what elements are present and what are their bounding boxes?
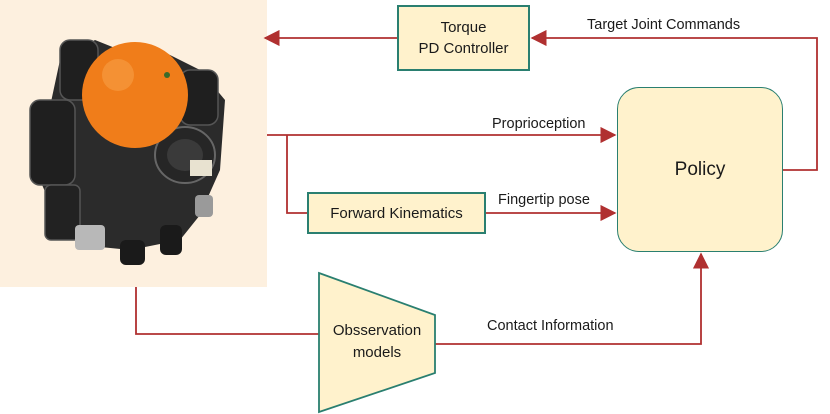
observation-models-label: Obsservation models bbox=[318, 320, 436, 364]
torque-pd-controller-box: Torque PD Controller bbox=[397, 5, 530, 71]
fingertip-pose-label: Fingertip pose bbox=[498, 192, 590, 208]
observation-label-line2: models bbox=[352, 344, 402, 361]
contact-information-label: Contact Information bbox=[487, 318, 614, 334]
policy-box: Policy bbox=[617, 87, 783, 252]
forward-kinematics-box: Forward Kinematics bbox=[307, 192, 486, 234]
robot-hand-photo bbox=[0, 0, 267, 287]
torque-label: Torque bbox=[440, 19, 487, 36]
forward-kinematics-label: Forward Kinematics bbox=[330, 204, 463, 222]
pd-controller-label: PD Controller bbox=[418, 40, 509, 57]
target-joint-commands-label: Target Joint Commands bbox=[587, 17, 741, 33]
policy-label: Policy bbox=[674, 158, 726, 180]
hand-to-observation-line bbox=[135, 287, 320, 335]
target-joint-commands-arrow bbox=[530, 29, 818, 171]
hand-to-forward-kinematics-line bbox=[286, 135, 307, 214]
proprioception-label: Proprioception bbox=[492, 116, 586, 132]
observation-models-shape bbox=[318, 271, 436, 414]
contact-information-arrow bbox=[435, 252, 710, 345]
robot-hand-holding-orange-icon bbox=[0, 0, 267, 287]
observation-label-line1: Obsservation bbox=[332, 322, 422, 339]
